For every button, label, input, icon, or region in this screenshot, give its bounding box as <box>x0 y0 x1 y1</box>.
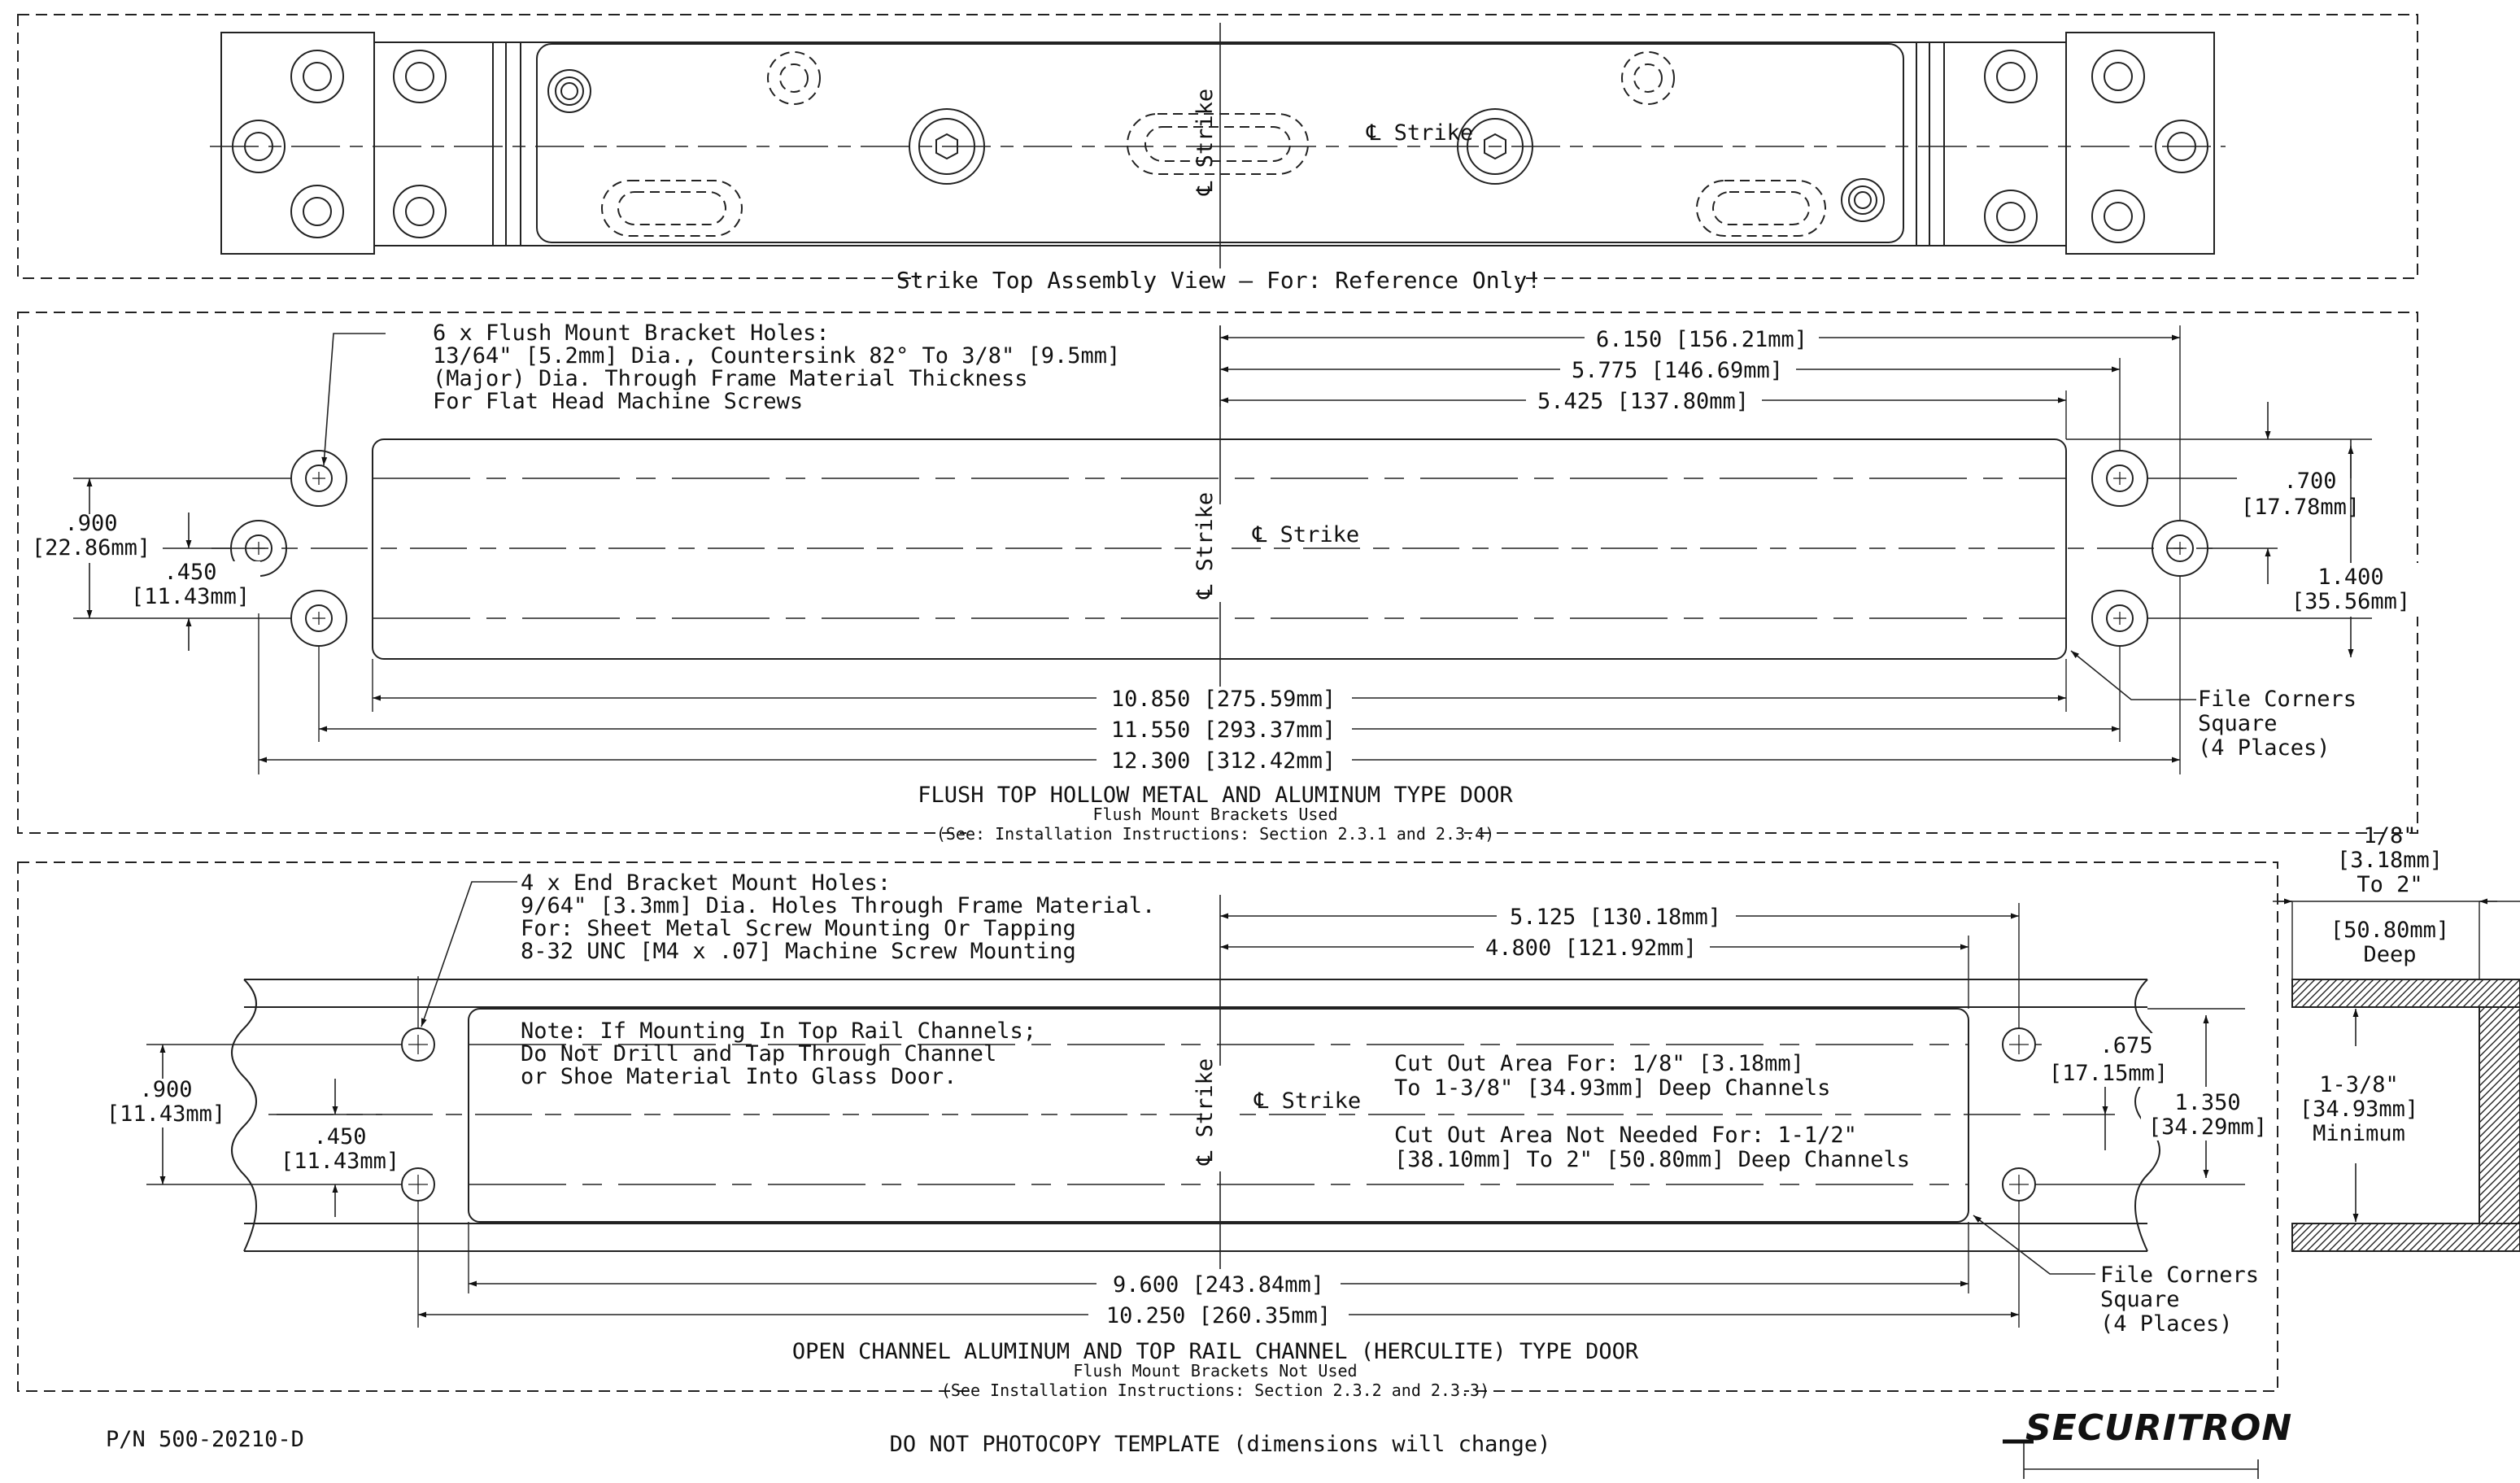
dim-right-1778: [17.78mm] <box>2241 495 2360 520</box>
dim3-right-675: .675 <box>2099 1033 2152 1058</box>
svg-text:Deep: Deep <box>2363 942 2416 967</box>
flush-instructions-ref: (See: Installation Instructions: Section… <box>936 824 1494 844</box>
svg-text:(4 Places): (4 Places) <box>2100 1311 2233 1337</box>
svg-text:(Major) Dia. Through Frame Mat: (Major) Dia. Through Frame Material Thic… <box>433 366 1028 391</box>
dim-6150: 6.150 [156.21mm] <box>1596 327 1807 352</box>
dim-10250: 10.250 [260.35mm] <box>1106 1303 1331 1328</box>
svg-text:For Flat Head Machine Screws: For Flat Head Machine Screws <box>433 389 803 414</box>
svg-text:9/64" [3.3mm] Dia. Holes Throu: 9/64" [3.3mm] Dia. Holes Through Frame M… <box>521 893 1155 918</box>
channel-strike-label-vertical: ℄ Strike <box>1192 1058 1218 1166</box>
channel-title: OPEN CHANNEL ALUMINUM AND TOP RAIL CHANN… <box>792 1339 1639 1364</box>
svg-text:4 x End Bracket Mount Holes:: 4 x End Bracket Mount Holes: <box>521 870 891 896</box>
flush-subtitle: Flush Mount Brackets Used <box>1092 805 1337 824</box>
svg-text:File Corners: File Corners <box>2100 1263 2259 1288</box>
photocopy-warning: DO NOT PHOTOCOPY TEMPLATE (dimensions wi… <box>890 1432 1551 1457</box>
dim-right-3556: [35.56mm] <box>2291 589 2410 614</box>
svg-text:File Corners: File Corners <box>2198 687 2357 712</box>
dim-left-2286: [22.86mm] <box>32 535 150 560</box>
logo-frame <box>2023 1442 2259 1479</box>
dim-12300: 12.300 [312.42mm] <box>1111 748 1336 774</box>
svg-text:Cut Out Area Not Needed For: 1: Cut Out Area Not Needed For: 1-1/2" <box>1394 1123 1857 1148</box>
assembly-view <box>17 14 2418 279</box>
dim-5125: 5.125 [130.18mm] <box>1510 905 1721 930</box>
channel-instructions-ref: (See Installation Instructions: Section … <box>941 1380 1489 1400</box>
flush-strike-label-vertical: ℄ Strike <box>1192 492 1218 600</box>
svg-text:Note: If Mounting In Top Rail: Note: If Mounting In Top Rail Channels; <box>521 1018 1036 1044</box>
dim3-left-900: .900 <box>139 1077 192 1102</box>
svg-text:Do Not Drill and Tap Through C: Do Not Drill and Tap Through Channel <box>521 1041 996 1066</box>
svg-text:For: Sheet Metal Screw Mountin: For: Sheet Metal Screw Mounting Or Tappi… <box>521 916 1076 941</box>
svg-text:1-3/8": 1-3/8" <box>2319 1072 2399 1097</box>
dim-left-1143: [11.43mm] <box>131 584 250 609</box>
dim3-left-2286: [11.43mm] <box>107 1101 225 1127</box>
channel-min-dimension: 1-3/8" [34.93mm] Minimum <box>2300 1072 2418 1146</box>
svg-text:13/64" [5.2mm] Dia., Countersi: 13/64" [5.2mm] Dia., Countersink 82° To … <box>433 343 1120 369</box>
cutout-not-needed-note: Cut Out Area Not Needed For: 1-1/2" [38.… <box>1394 1123 1910 1172</box>
cutout-area-note: Cut Out Area For: 1/8" [3.18mm] To 1-3/8… <box>1394 1051 1830 1101</box>
channel-section-detail <box>2273 898 2520 1252</box>
open-channel-template <box>17 861 2278 1392</box>
svg-text:8-32 UNC [M4 x .07] Machine Sc: 8-32 UNC [M4 x .07] Machine Screw Mounti… <box>521 939 1076 964</box>
dim-left-450: .450 <box>163 560 216 585</box>
channel-subtitle: Flush Mount Brackets Not Used <box>1073 1361 1357 1380</box>
svg-text:To 2": To 2" <box>2357 872 2422 897</box>
svg-text:Square: Square <box>2100 1287 2180 1312</box>
dim3-right-1350: 1.350 <box>2174 1090 2240 1115</box>
svg-text:1/8": 1/8" <box>2363 823 2416 848</box>
svg-text:(4 Places): (4 Places) <box>2198 735 2330 761</box>
flush-file-corners-note: File Corners Square (4 Places) <box>2198 687 2357 761</box>
dim-11550: 11.550 [293.37mm] <box>1111 718 1336 743</box>
dim-5775: 5.775 [146.69mm] <box>1572 358 1783 383</box>
securitron-logo: SECURITRON <box>2025 1407 2292 1449</box>
flush-mount-note: 6 x Flush Mount Bracket Holes: 13/64" [5… <box>433 321 1120 414</box>
assembly-caption-text: Strike Top Assembly View — For: Referenc… <box>896 267 1541 294</box>
top-rail-warning-note: Note: If Mounting In Top Rail Channels; … <box>521 1018 1036 1089</box>
svg-text:To 1-3/8" [34.93mm] Deep Chann: To 1-3/8" [34.93mm] Deep Channels <box>1394 1075 1830 1101</box>
dim-right-700: .700 <box>2283 469 2336 494</box>
svg-text:Minimum: Minimum <box>2313 1121 2405 1146</box>
svg-text:6 x Flush Mount Bracket Holes:: 6 x Flush Mount Bracket Holes: <box>433 321 830 346</box>
channel-file-corners-note: File Corners Square (4 Places) <box>2100 1263 2259 1337</box>
flush-strike-label: ℄ Strike <box>1252 522 1359 547</box>
dim-right-1400: 1.400 <box>2317 565 2383 590</box>
svg-text:[50.80mm]: [50.80mm] <box>2330 918 2449 943</box>
dim3-left-1143: [11.43mm] <box>281 1149 399 1174</box>
svg-text:Cut Out Area For: 1/8" [3.18mm: Cut Out Area For: 1/8" [3.18mm] <box>1394 1051 1804 1076</box>
dim-4800: 4.800 [121.92mm] <box>1485 936 1697 961</box>
dim3-right-1715: [17.15mm] <box>2049 1061 2168 1086</box>
part-number: P/N 500-20210-D <box>106 1427 304 1452</box>
assembly-strike-label: ℄ Strike <box>1366 120 1473 146</box>
svg-text:Square: Square <box>2198 711 2278 736</box>
dim-10850: 10.850 [275.59mm] <box>1111 687 1336 712</box>
svg-text:or Shoe Material Into Glass Do: or Shoe Material Into Glass Door. <box>521 1064 957 1089</box>
dim3-right-3429: [34.29mm] <box>2148 1114 2267 1140</box>
dim-9600: 9.600 [243.84mm] <box>1113 1272 1324 1298</box>
svg-text:[34.93mm]: [34.93mm] <box>2300 1097 2418 1122</box>
assembly-strike-label-vertical: ℄ Strike <box>1192 89 1218 196</box>
dim3-left-450: .450 <box>313 1124 366 1149</box>
flush-title: FLUSH TOP HOLLOW METAL AND ALUMINUM TYPE… <box>918 783 1513 808</box>
svg-text:[3.18mm]: [3.18mm] <box>2337 848 2443 873</box>
dim-5425: 5.425 [137.80mm] <box>1537 389 1749 414</box>
channel-strike-label: ℄ Strike <box>1253 1088 1361 1114</box>
channel-depth-dimension: 1/8" [3.18mm] To 2" [50.80mm] Deep <box>2330 823 2449 967</box>
svg-text:[38.10mm] To 2" [50.80mm] Deep: [38.10mm] To 2" [50.80mm] Deep Channels <box>1394 1147 1910 1172</box>
dim-left-900: .900 <box>64 511 117 536</box>
end-bracket-note: 4 x End Bracket Mount Holes: 9/64" [3.3m… <box>521 870 1155 964</box>
